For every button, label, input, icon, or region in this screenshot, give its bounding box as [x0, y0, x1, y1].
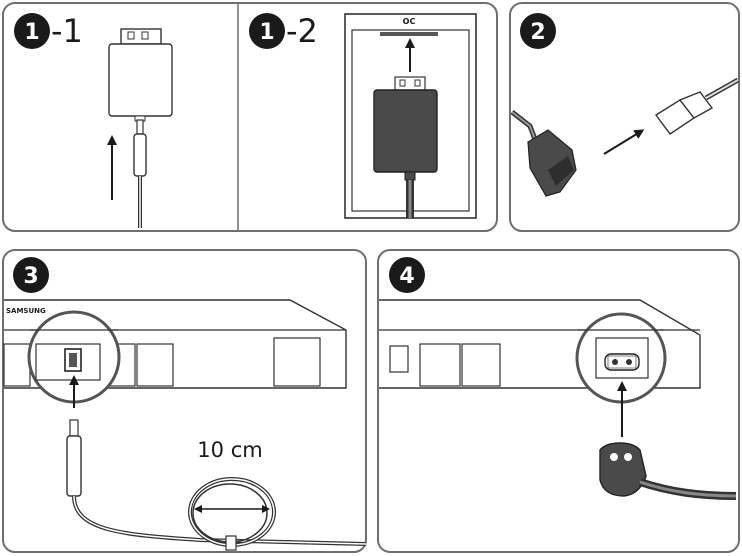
module-inserted: [373, 76, 438, 218]
step-number: 1: [259, 20, 274, 45]
panel-step-2: 2: [509, 2, 740, 232]
power-cable-angled: [510, 110, 577, 197]
brand-logo: SAMSUNG: [6, 307, 46, 315]
step-badge-1-2: 1 -2: [249, 12, 318, 50]
optical-port-zoom: [27, 310, 121, 404]
cable-length-dimension: 10 cm: [194, 438, 270, 513]
panel-step-4: 4: [377, 249, 740, 553]
step-badge-3: 3: [13, 257, 49, 293]
panel-step-1: 1 -1 1 -2 OC: [2, 2, 498, 232]
power-cable-plug: [599, 442, 737, 500]
step-suffix: -1: [51, 12, 83, 50]
power-port-zoom: [575, 312, 667, 404]
oc-label: OC: [403, 17, 416, 26]
power-cable-end: [654, 77, 740, 135]
panel-step-3: 3 SAMSUNG: [2, 249, 367, 553]
step-badge-4: 4: [389, 257, 425, 293]
step-number: 2: [530, 20, 545, 45]
step-badge-2: 2: [520, 13, 556, 49]
optical-plug: [133, 119, 147, 228]
panel-frame: [377, 249, 740, 553]
wireless-module: [108, 28, 173, 122]
step-number: 1: [24, 20, 39, 45]
connect-arrow: [603, 129, 645, 155]
step-number: 3: [23, 264, 38, 289]
step-number: 4: [399, 264, 414, 289]
panel-frame: [2, 249, 367, 553]
step-badge-1-1: 1 -1: [14, 12, 83, 50]
optical-cable: [66, 419, 367, 551]
cable-length-label: 10 cm: [197, 438, 262, 462]
step-suffix: -2: [286, 12, 318, 50]
